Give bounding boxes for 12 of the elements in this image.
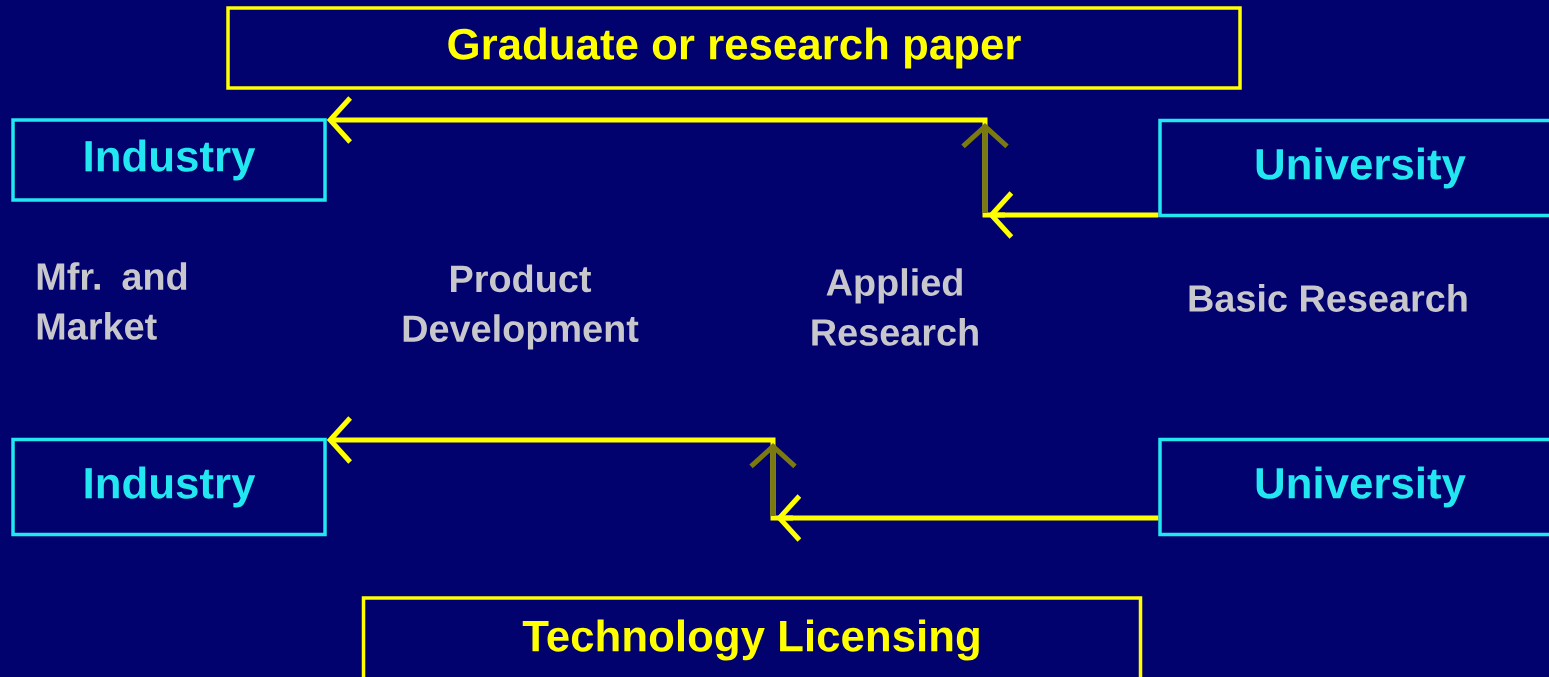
stage-label: Product Development [403, 264, 639, 350]
title-box: Technology Licensing [361, 596, 1143, 677]
stage-label: Basic Research [1189, 284, 1467, 312]
arrow [326, 96, 1159, 239]
label-box: Industry [11, 118, 327, 202]
stage-label: Mfr. and Market [37, 262, 187, 340]
label-box: University [1158, 118, 1549, 218]
title-box: Graduate or research paper [226, 6, 1242, 90]
arrow [326, 416, 1159, 542]
label-box: Industry [11, 437, 327, 537]
label-box: University [1158, 437, 1549, 537]
stage-label: Applied Research [812, 268, 978, 346]
